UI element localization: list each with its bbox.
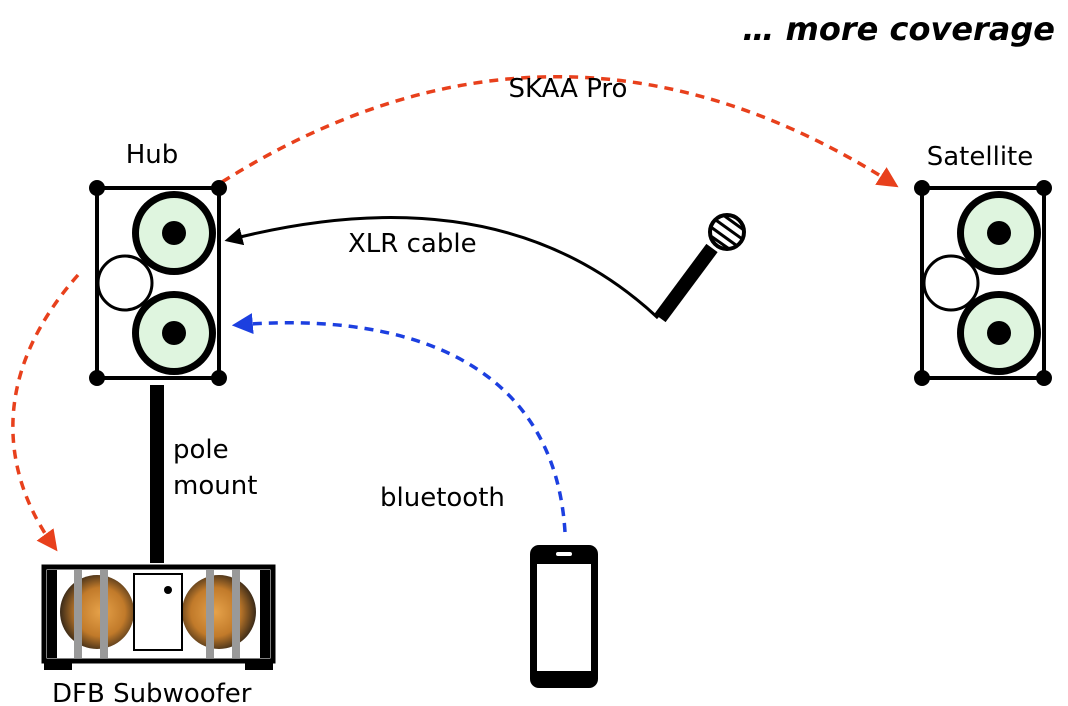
bluetooth-link-arrow	[231, 313, 567, 533]
bluetooth-label: bluetooth	[380, 483, 505, 513]
diagram-title: … more coverage	[742, 10, 1055, 48]
xlr-cable	[224, 216, 660, 320]
hub-tweeter	[96, 254, 154, 312]
skaa-link-arrow	[221, 75, 899, 188]
skaa-label: SKAA Pro	[509, 74, 628, 104]
subwoofer-cone-right	[182, 575, 256, 649]
satellite-tweeter	[922, 254, 980, 312]
subwoofer-link-arrow	[11, 273, 80, 552]
xlr-label: XLR cable	[348, 229, 477, 259]
subwoofer-cone-left	[60, 575, 134, 649]
satellite-speaker: Satellite	[914, 142, 1052, 386]
smartphone-icon	[530, 545, 598, 688]
hub-speaker: Hub	[89, 140, 227, 386]
microphone-icon	[654, 213, 746, 323]
pole-label-line2: mount	[173, 471, 257, 501]
dfb-subwoofer: DFB Subwoofer	[41, 564, 276, 706]
satellite-label: Satellite	[927, 142, 1034, 172]
pole-mount	[150, 385, 164, 563]
hub-label: Hub	[126, 140, 179, 170]
subwoofer-label: DFB Subwoofer	[52, 679, 252, 706]
pole-label-line1: pole	[173, 435, 229, 465]
